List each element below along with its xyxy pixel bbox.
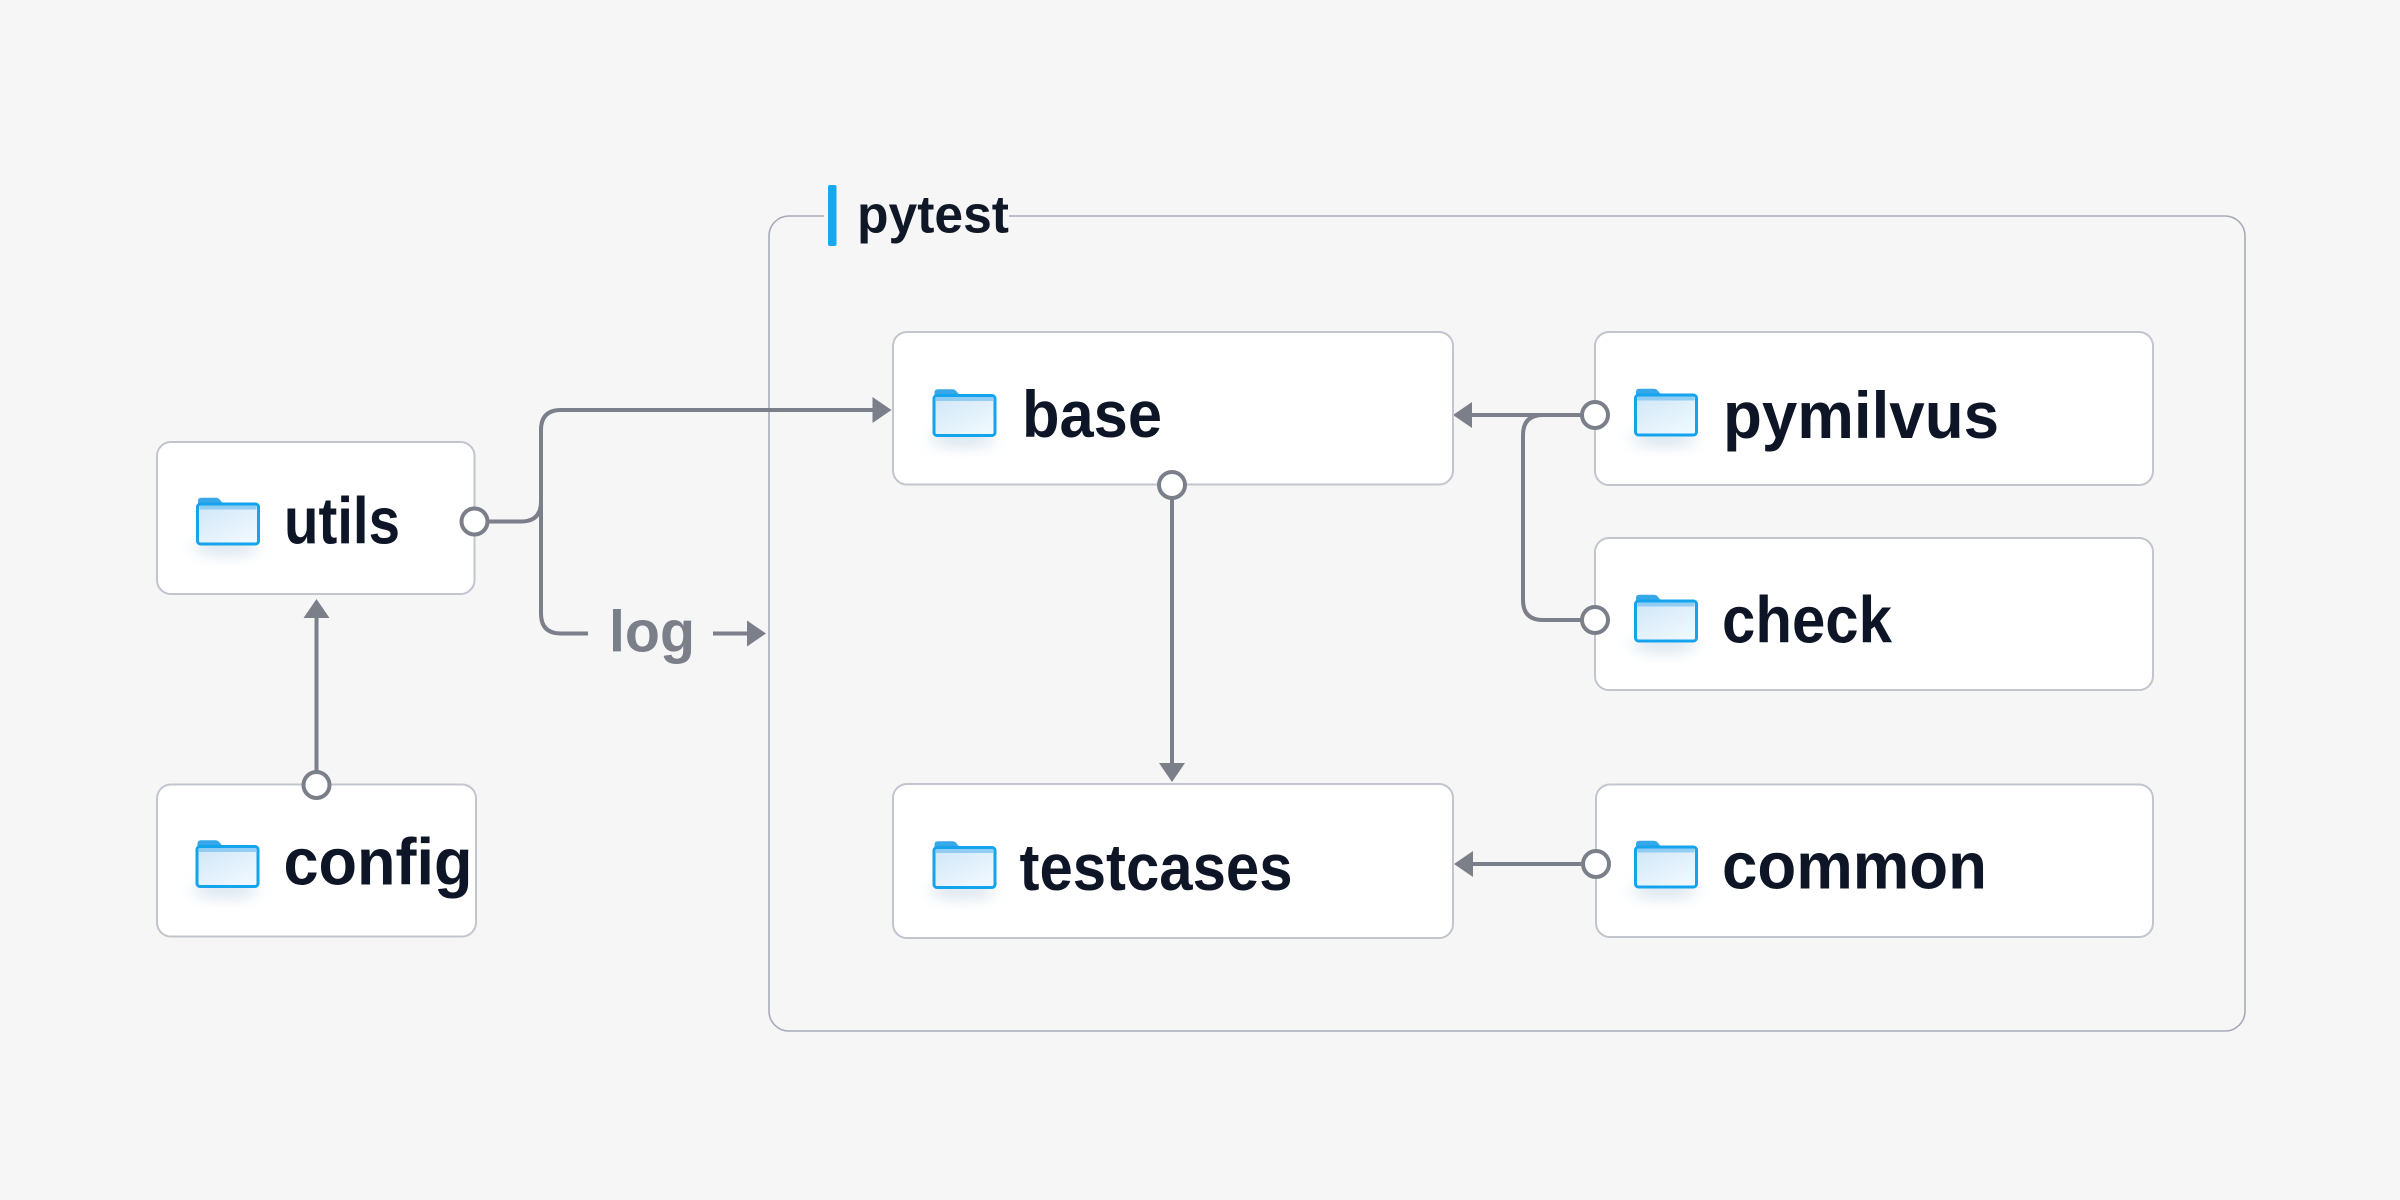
svg-text:check: check [1722, 583, 1892, 657]
svg-text:common: common [1722, 829, 1987, 903]
svg-text:utils: utils [284, 484, 400, 558]
svg-text:pytest: pytest [857, 186, 1009, 245]
svg-text:log: log [609, 600, 695, 665]
svg-text:pymilvus: pymilvus [1723, 378, 1999, 452]
svg-text:config: config [284, 824, 473, 898]
svg-text:testcases: testcases [1020, 830, 1293, 904]
svg-text:base: base [1022, 377, 1162, 451]
